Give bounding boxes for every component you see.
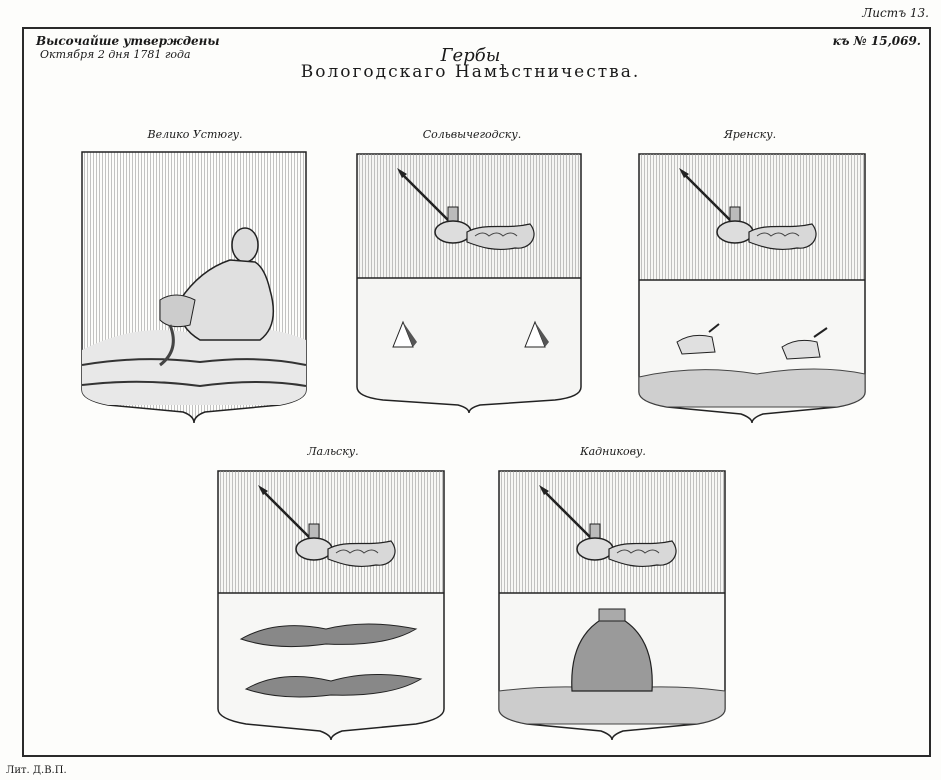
registry-number: къ № 15,069. — [832, 34, 921, 48]
plate-subtitle: Вологодскаго Намѣстничества. — [300, 62, 641, 82]
decree-line-1: Высочайше утверждены — [36, 34, 220, 48]
shield-yarensk — [638, 153, 866, 424]
shield-label-yarensk: Яренску. — [723, 128, 777, 141]
shield-label-solvychegodsk: Сольвычегодску. — [422, 128, 522, 141]
decree-line-2: Октября 2 дня 1781 года — [40, 48, 191, 61]
shield-veliky-ustyug — [81, 151, 307, 424]
sheet-number: Листъ 13. — [862, 6, 929, 20]
shield-kadnikov — [498, 470, 726, 741]
shield-label-lalsk: Лальску. — [307, 445, 359, 458]
shield-label-veliky-ustyug: Велико Устюгу. — [147, 128, 243, 141]
lithographer-mark: Лит. Д.В.П. — [6, 765, 67, 776]
shield-solvychegodsk — [356, 153, 582, 414]
shield-lalsk — [217, 470, 445, 741]
plate-border — [22, 27, 931, 757]
shield-label-kadnikov: Кадникову. — [580, 445, 646, 458]
plate-title: Гербы — [440, 45, 501, 66]
